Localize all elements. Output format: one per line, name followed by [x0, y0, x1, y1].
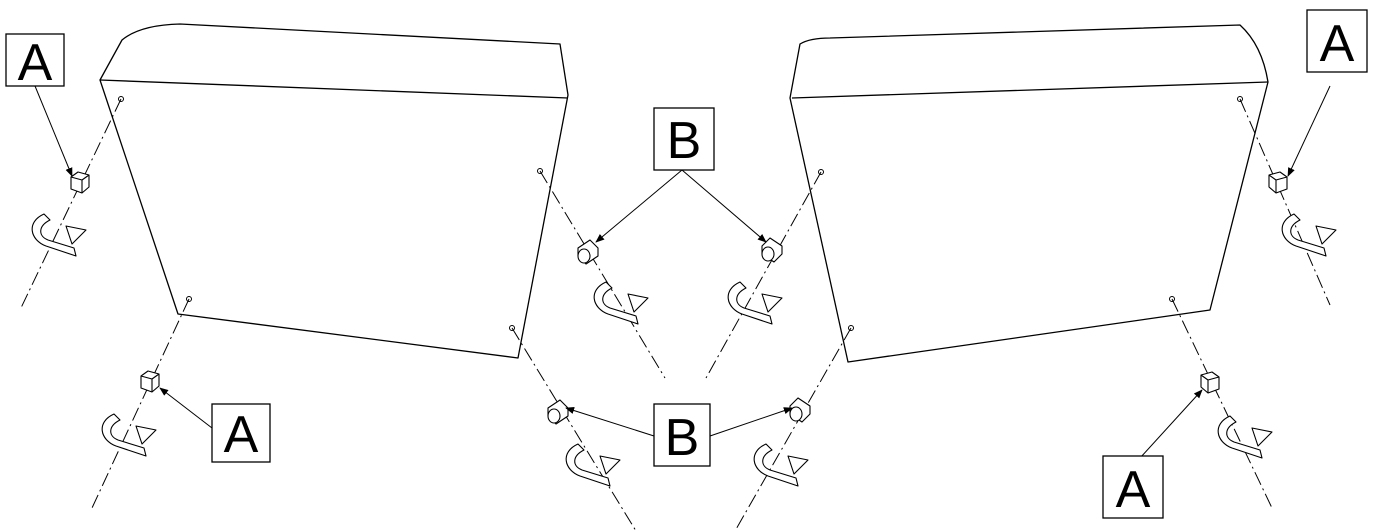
axis-b-top-right: [705, 171, 822, 379]
leader-b-bottom-to-right: [709, 407, 793, 437]
axis-b-top-left: [539, 170, 666, 379]
nut-b-bottom-right: [789, 397, 811, 423]
leader-a-bottom-right: [1139, 389, 1203, 459]
right-panel: [789, 24, 1269, 363]
callout-a-top-right-label: A: [1320, 15, 1355, 73]
callout-b-top: B: [653, 107, 715, 171]
callout-a-bottom-right-label: A: [1116, 461, 1151, 519]
nut-a-bottom-left: [140, 370, 160, 393]
leader-b-top-to-right: [681, 169, 767, 243]
leader-a-top-right: [1287, 85, 1331, 177]
rotation-arrow-a-bottom-right: [1217, 415, 1273, 459]
fastener-axes: [19, 98, 1331, 531]
nut-b-bottom-left: [547, 399, 569, 425]
callout-b-bottom-label: B: [665, 409, 700, 467]
callout-a-bottom-right: A: [1102, 455, 1164, 519]
rotation-arrow-b-bottom-left: [565, 443, 621, 487]
leader-a-top-left: [34, 85, 73, 177]
rotation-arrow-b-bottom-right: [753, 443, 809, 487]
nut-b-top-right: [761, 237, 783, 263]
nut-b-top-left: [577, 239, 599, 265]
axis-b-bottom-left: [511, 327, 637, 531]
rotation-arrow-b-top-left: [593, 281, 649, 325]
left-panel: [99, 23, 569, 359]
callout-a-top-left: A: [5, 33, 65, 92]
axis-a-bottom-right: [1171, 298, 1273, 509]
callout-a-top-left-label: A: [18, 34, 53, 92]
rotation-arrow-b-top-right: [727, 281, 783, 325]
leader-b-bottom-to-left: [565, 407, 655, 437]
leader-a-bottom-left: [159, 387, 213, 429]
axis-a-top-left: [19, 98, 122, 311]
axis-a-bottom-left: [91, 298, 190, 509]
leader-b-top-to-left: [595, 169, 683, 243]
callout-a-top-right: A: [1306, 9, 1368, 73]
axis-b-bottom-right: [734, 327, 852, 531]
rotation-arrow-a-top-right: [1281, 213, 1337, 257]
leader-lines: [34, 85, 1331, 459]
axis-a-top-right: [1239, 98, 1331, 306]
callout-b-bottom: B: [653, 403, 711, 467]
callout-a-bottom-left: A: [211, 403, 271, 464]
nut-a-top-right: [1268, 171, 1288, 194]
nut-a-bottom-right: [1200, 371, 1220, 394]
nut-a-top-left: [70, 171, 90, 194]
callout-a-bottom-left-label: A: [224, 406, 259, 464]
rotation-arrow-a-bottom-left: [101, 413, 157, 457]
rotation-arrow-a-top-left: [31, 213, 87, 257]
callout-b-top-label: B: [667, 112, 702, 170]
